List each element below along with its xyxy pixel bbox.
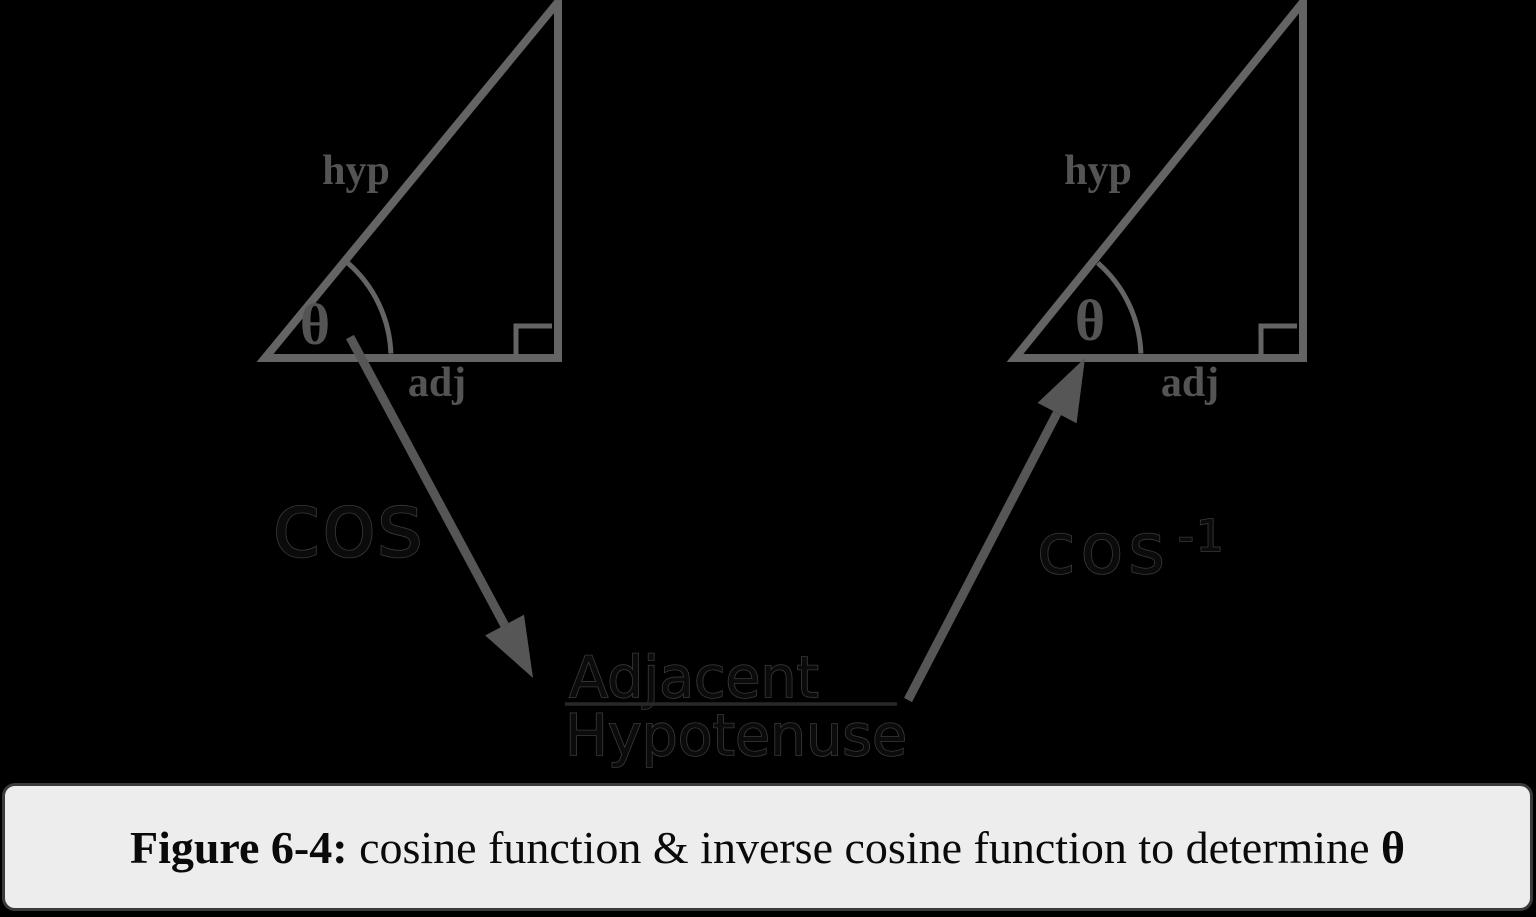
fraction-numerator: Adjacent	[569, 645, 819, 711]
inverse-cos-arrow-head	[1037, 358, 1085, 424]
right-angle-arc	[1096, 261, 1144, 354]
left-triangle: hyp adj θ	[256, 0, 562, 406]
inverse-cos-arrow	[904, 358, 1085, 703]
caption-theta: θ	[1381, 821, 1406, 873]
left-theta-label: θ	[300, 292, 330, 357]
inverse-cos-superscript: -1	[1178, 511, 1226, 562]
cos-arrow-head	[485, 614, 533, 678]
left-hyp-label: hyp	[322, 148, 390, 194]
fraction: Adjacent Hypotenuse	[564, 644, 908, 770]
left-adj-label: adj	[408, 360, 466, 406]
inverse-cos-label: cos	[1037, 508, 1170, 590]
left-angle-arc	[346, 261, 394, 354]
caption-figure-label: Figure 6-4:	[129, 821, 348, 873]
left-triangle-outline	[256, 0, 562, 362]
right-theta-label: θ	[1075, 288, 1105, 353]
right-right-angle-marker	[1258, 323, 1297, 358]
cos-arrow	[346, 334, 533, 678]
fraction-denominator: Hypotenuse	[565, 703, 907, 769]
caption-body: cosine function & inverse cosine functio…	[347, 821, 1382, 873]
caption-box: Figure 6-4: cosine function & inverse co…	[2, 783, 1533, 911]
right-adj-label: adj	[1161, 360, 1219, 406]
cos-label: cos	[272, 473, 423, 578]
inverse-cos-arrow-shaft	[904, 411, 1062, 703]
cos-arrow-shaft	[346, 334, 509, 628]
left-right-angle-marker	[513, 323, 552, 358]
right-triangle-outline	[1006, 0, 1307, 362]
right-triangle: hyp adj θ	[1006, 0, 1307, 406]
right-hyp-label: hyp	[1064, 148, 1132, 194]
